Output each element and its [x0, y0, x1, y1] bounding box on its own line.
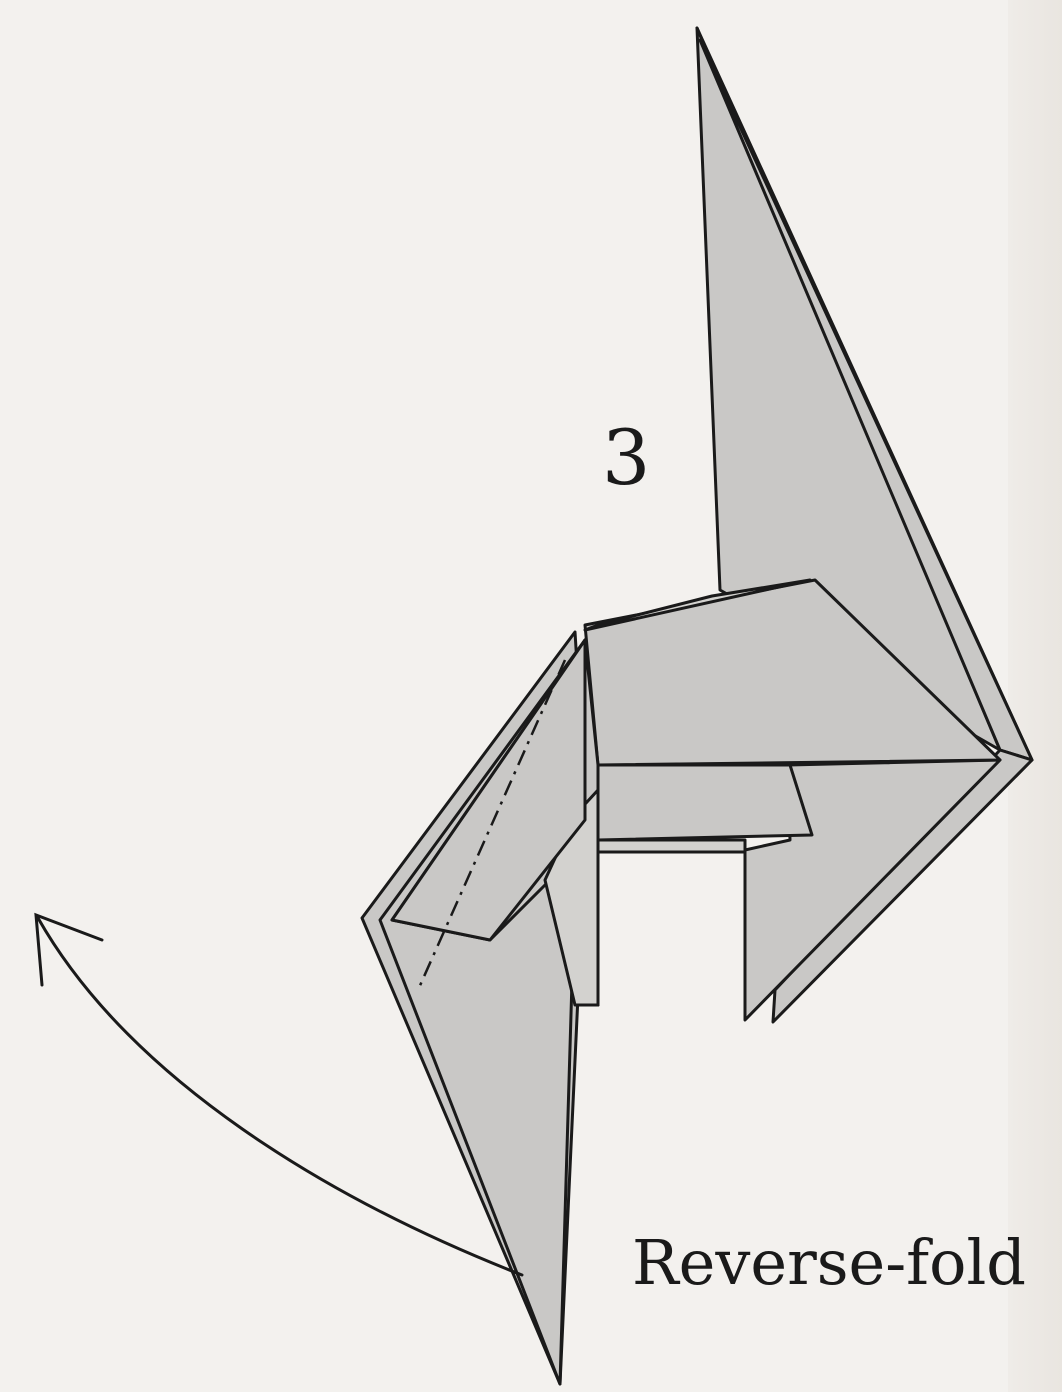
instruction-label: Reverse-fold — [632, 1232, 1026, 1294]
body-underside — [598, 840, 745, 852]
arrow-head-icon — [36, 915, 102, 985]
body-middle — [598, 765, 812, 840]
step-number: 3 — [602, 420, 650, 496]
